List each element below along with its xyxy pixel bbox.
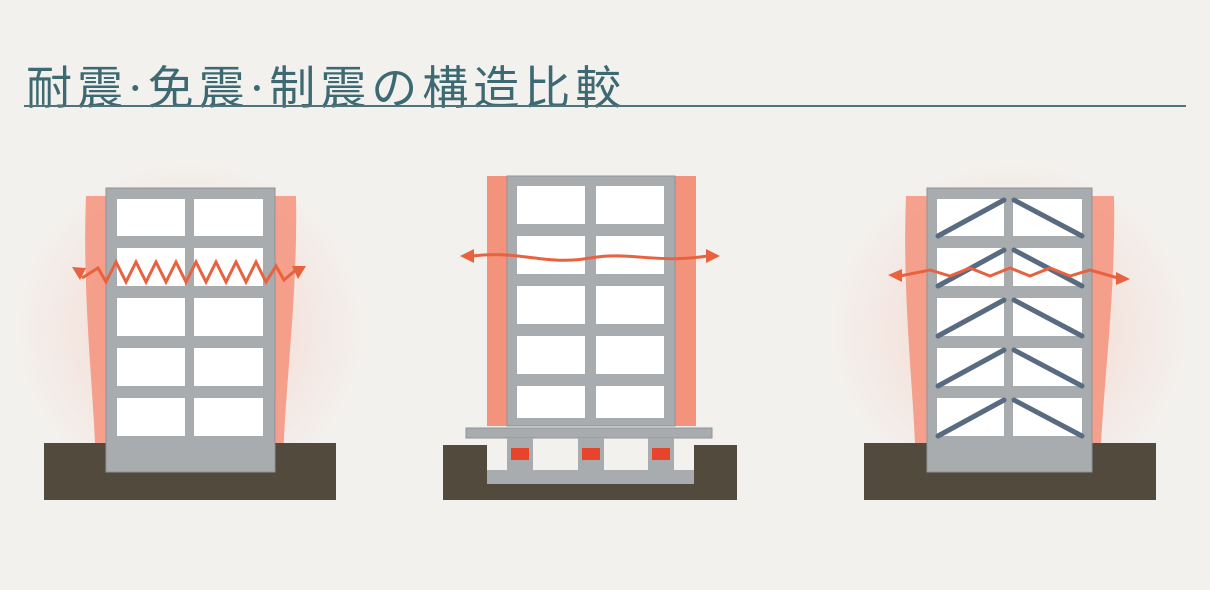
arrow-left-taishin xyxy=(72,267,86,280)
arrow-left-menshin xyxy=(460,249,474,263)
windows-taishin xyxy=(117,199,263,436)
arrow-right-seishin xyxy=(1116,272,1130,285)
arrow-left-seishin xyxy=(888,269,902,282)
arrow-right-taishin xyxy=(292,266,306,279)
building-menshin xyxy=(443,175,737,500)
base-slab xyxy=(465,427,713,439)
foundation-slab xyxy=(487,470,694,484)
isolator-1 xyxy=(511,448,529,460)
windows-menshin xyxy=(517,186,664,418)
sway-shadow-right xyxy=(275,196,297,470)
isolator-2 xyxy=(582,448,600,460)
vibration-zigzag-seishin xyxy=(899,266,1119,280)
isolators xyxy=(507,438,674,470)
building-seishin xyxy=(830,160,1190,500)
building-taishin xyxy=(15,160,365,500)
vibration-wave-menshin xyxy=(471,253,709,262)
sway-shadow-left xyxy=(85,196,106,470)
isolator-3 xyxy=(652,448,670,460)
damper-braces xyxy=(935,197,1085,439)
sway-panel-right xyxy=(675,176,696,426)
ground-menshin xyxy=(443,445,737,500)
sway-shadow-right-seishin xyxy=(1092,196,1115,470)
title-underline xyxy=(24,105,1186,107)
vibration-zigzag-taishin xyxy=(81,258,299,286)
sway-panel-left xyxy=(487,176,507,426)
sway-shadow-left-seishin xyxy=(905,196,927,470)
arrow-right-menshin xyxy=(706,249,720,263)
